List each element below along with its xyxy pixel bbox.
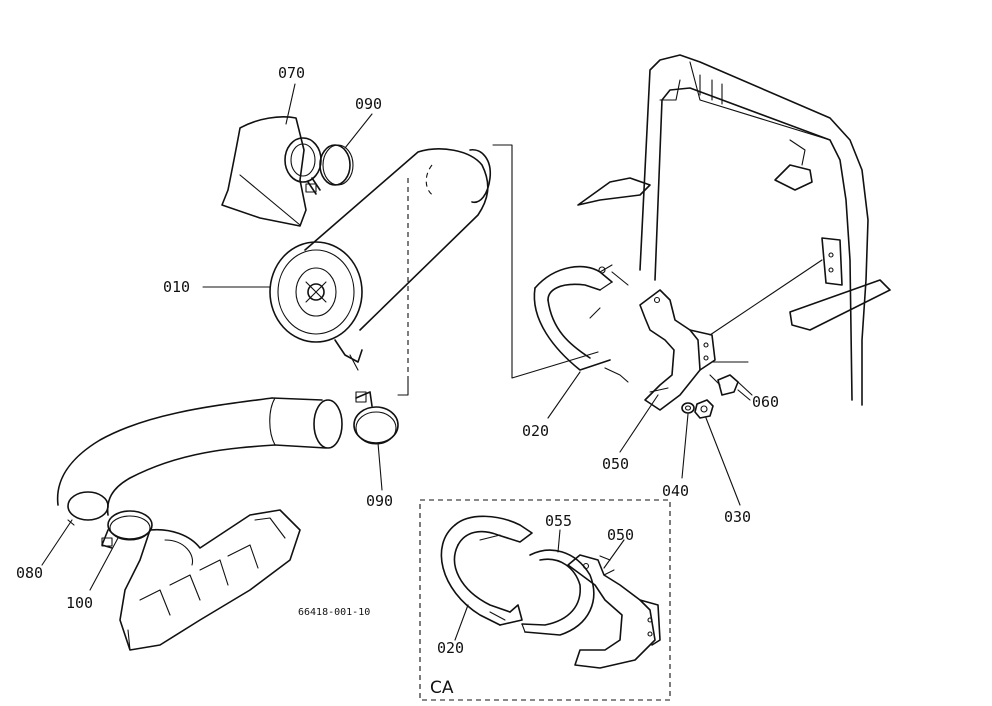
inset-label-ca: CA — [430, 678, 454, 698]
intake-hose-part-080 — [56, 397, 343, 526]
washer-part-040 — [681, 402, 695, 414]
label-040: 040 — [662, 482, 689, 500]
label-050: 050 — [602, 455, 629, 473]
leader-090-bottom — [377, 442, 383, 491]
label-020: 020 — [522, 422, 549, 440]
label-055-ca: 055 — [545, 512, 572, 530]
leader-060 — [737, 389, 751, 401]
intake-manifold — [119, 509, 301, 651]
intake-elbow-part-070 — [221, 116, 322, 227]
label-080: 080 — [16, 564, 43, 582]
label-100: 100 — [66, 594, 93, 612]
leader-030 — [705, 417, 741, 506]
drawing-code: 66418-001-10 — [298, 607, 370, 618]
hose-clamp-top-part-090 — [305, 144, 354, 195]
cleaner-leader-line — [492, 144, 599, 379]
label-050-ca: 050 — [607, 526, 634, 544]
hose-clamp-bottom-part-090 — [353, 379, 409, 445]
nut-part-030 — [694, 399, 714, 419]
leader-100 — [89, 537, 119, 591]
leader-020 — [547, 371, 581, 419]
leader-050 — [619, 394, 659, 453]
leader-080 — [41, 519, 73, 566]
leader-020-ca — [454, 604, 469, 641]
label-060: 060 — [752, 393, 779, 411]
inset-bracket-part-050 — [567, 554, 661, 669]
band-part-020 — [533, 264, 629, 383]
bracket-part-050 — [639, 289, 716, 411]
label-010: 010 — [163, 278, 190, 296]
label-020-ca: 020 — [437, 639, 464, 657]
radiator-frame — [577, 54, 891, 406]
label-030: 030 — [724, 508, 751, 526]
inset-band-part-055 — [521, 549, 595, 636]
air-cleaner-part-010 — [269, 148, 492, 380]
bolt-part-060 — [709, 361, 753, 396]
leader-050-ca — [603, 539, 625, 569]
leader-090-top — [344, 113, 373, 149]
leader-070 — [285, 83, 296, 125]
label-070: 070 — [278, 64, 305, 82]
inset-band-part-020 — [440, 515, 533, 626]
leader-040 — [681, 413, 689, 479]
label-090-top: 090 — [355, 95, 382, 113]
hose-clamp-part-100 — [101, 510, 153, 549]
label-090-bottom: 090 — [366, 492, 393, 510]
leader-055-ca — [557, 529, 561, 553]
